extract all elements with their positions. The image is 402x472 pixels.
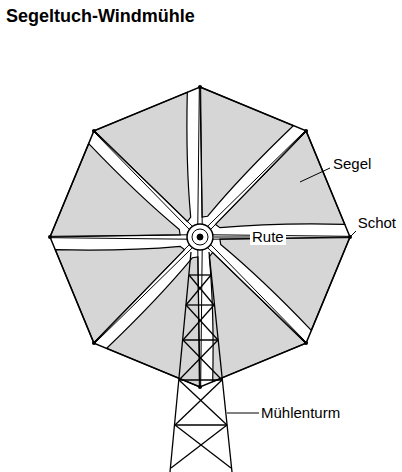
rod-tip <box>198 385 202 389</box>
tower-brace <box>183 340 222 380</box>
rod <box>211 131 307 229</box>
hub <box>187 224 213 250</box>
rod <box>208 248 306 344</box>
tower-brace <box>179 340 218 380</box>
part-label: Schot <box>356 214 398 231</box>
tower-brace <box>189 275 214 305</box>
tower-leg <box>170 252 191 472</box>
rod-tip <box>48 235 52 239</box>
tower-brace <box>186 305 218 340</box>
rim-rope <box>50 87 350 387</box>
rod <box>94 248 192 344</box>
rod <box>93 131 189 229</box>
rod <box>50 235 187 237</box>
rod <box>211 245 307 343</box>
leader-lines <box>214 168 357 413</box>
hub-ring <box>187 224 213 250</box>
tower-brace <box>186 304 214 305</box>
tower-brace <box>183 339 218 340</box>
rod-tip <box>92 341 96 345</box>
tower-brace <box>175 425 231 468</box>
hub-ring <box>192 229 208 245</box>
leader-line <box>214 237 250 238</box>
figure-title: Segeltuch-Windmühle <box>6 6 195 27</box>
sails <box>48 85 352 389</box>
mill-tower <box>170 252 232 472</box>
rod <box>50 238 187 240</box>
tower-brace <box>179 380 227 425</box>
leader-line <box>227 413 259 414</box>
rod <box>201 87 203 224</box>
rod-tip <box>304 129 308 133</box>
hub-center <box>197 234 203 240</box>
part-label: Segel <box>331 155 373 172</box>
tower-brace <box>186 275 211 305</box>
tower-brace <box>175 380 222 425</box>
leader-line <box>300 168 330 182</box>
tower-leg <box>209 252 232 472</box>
tower-brace <box>171 425 227 468</box>
tower-brace <box>179 379 222 380</box>
part-label: Rute <box>250 228 286 245</box>
rod <box>198 87 200 224</box>
part-label: Mühlenturm <box>259 404 342 421</box>
rod <box>94 130 192 226</box>
tower-brace <box>183 305 214 340</box>
rod-tip <box>92 129 96 133</box>
rod <box>93 245 189 343</box>
tower-brace <box>189 274 211 275</box>
tower-brace <box>175 424 227 425</box>
rod-tip <box>198 85 202 89</box>
rod-tip <box>304 341 308 345</box>
rod <box>208 130 306 226</box>
